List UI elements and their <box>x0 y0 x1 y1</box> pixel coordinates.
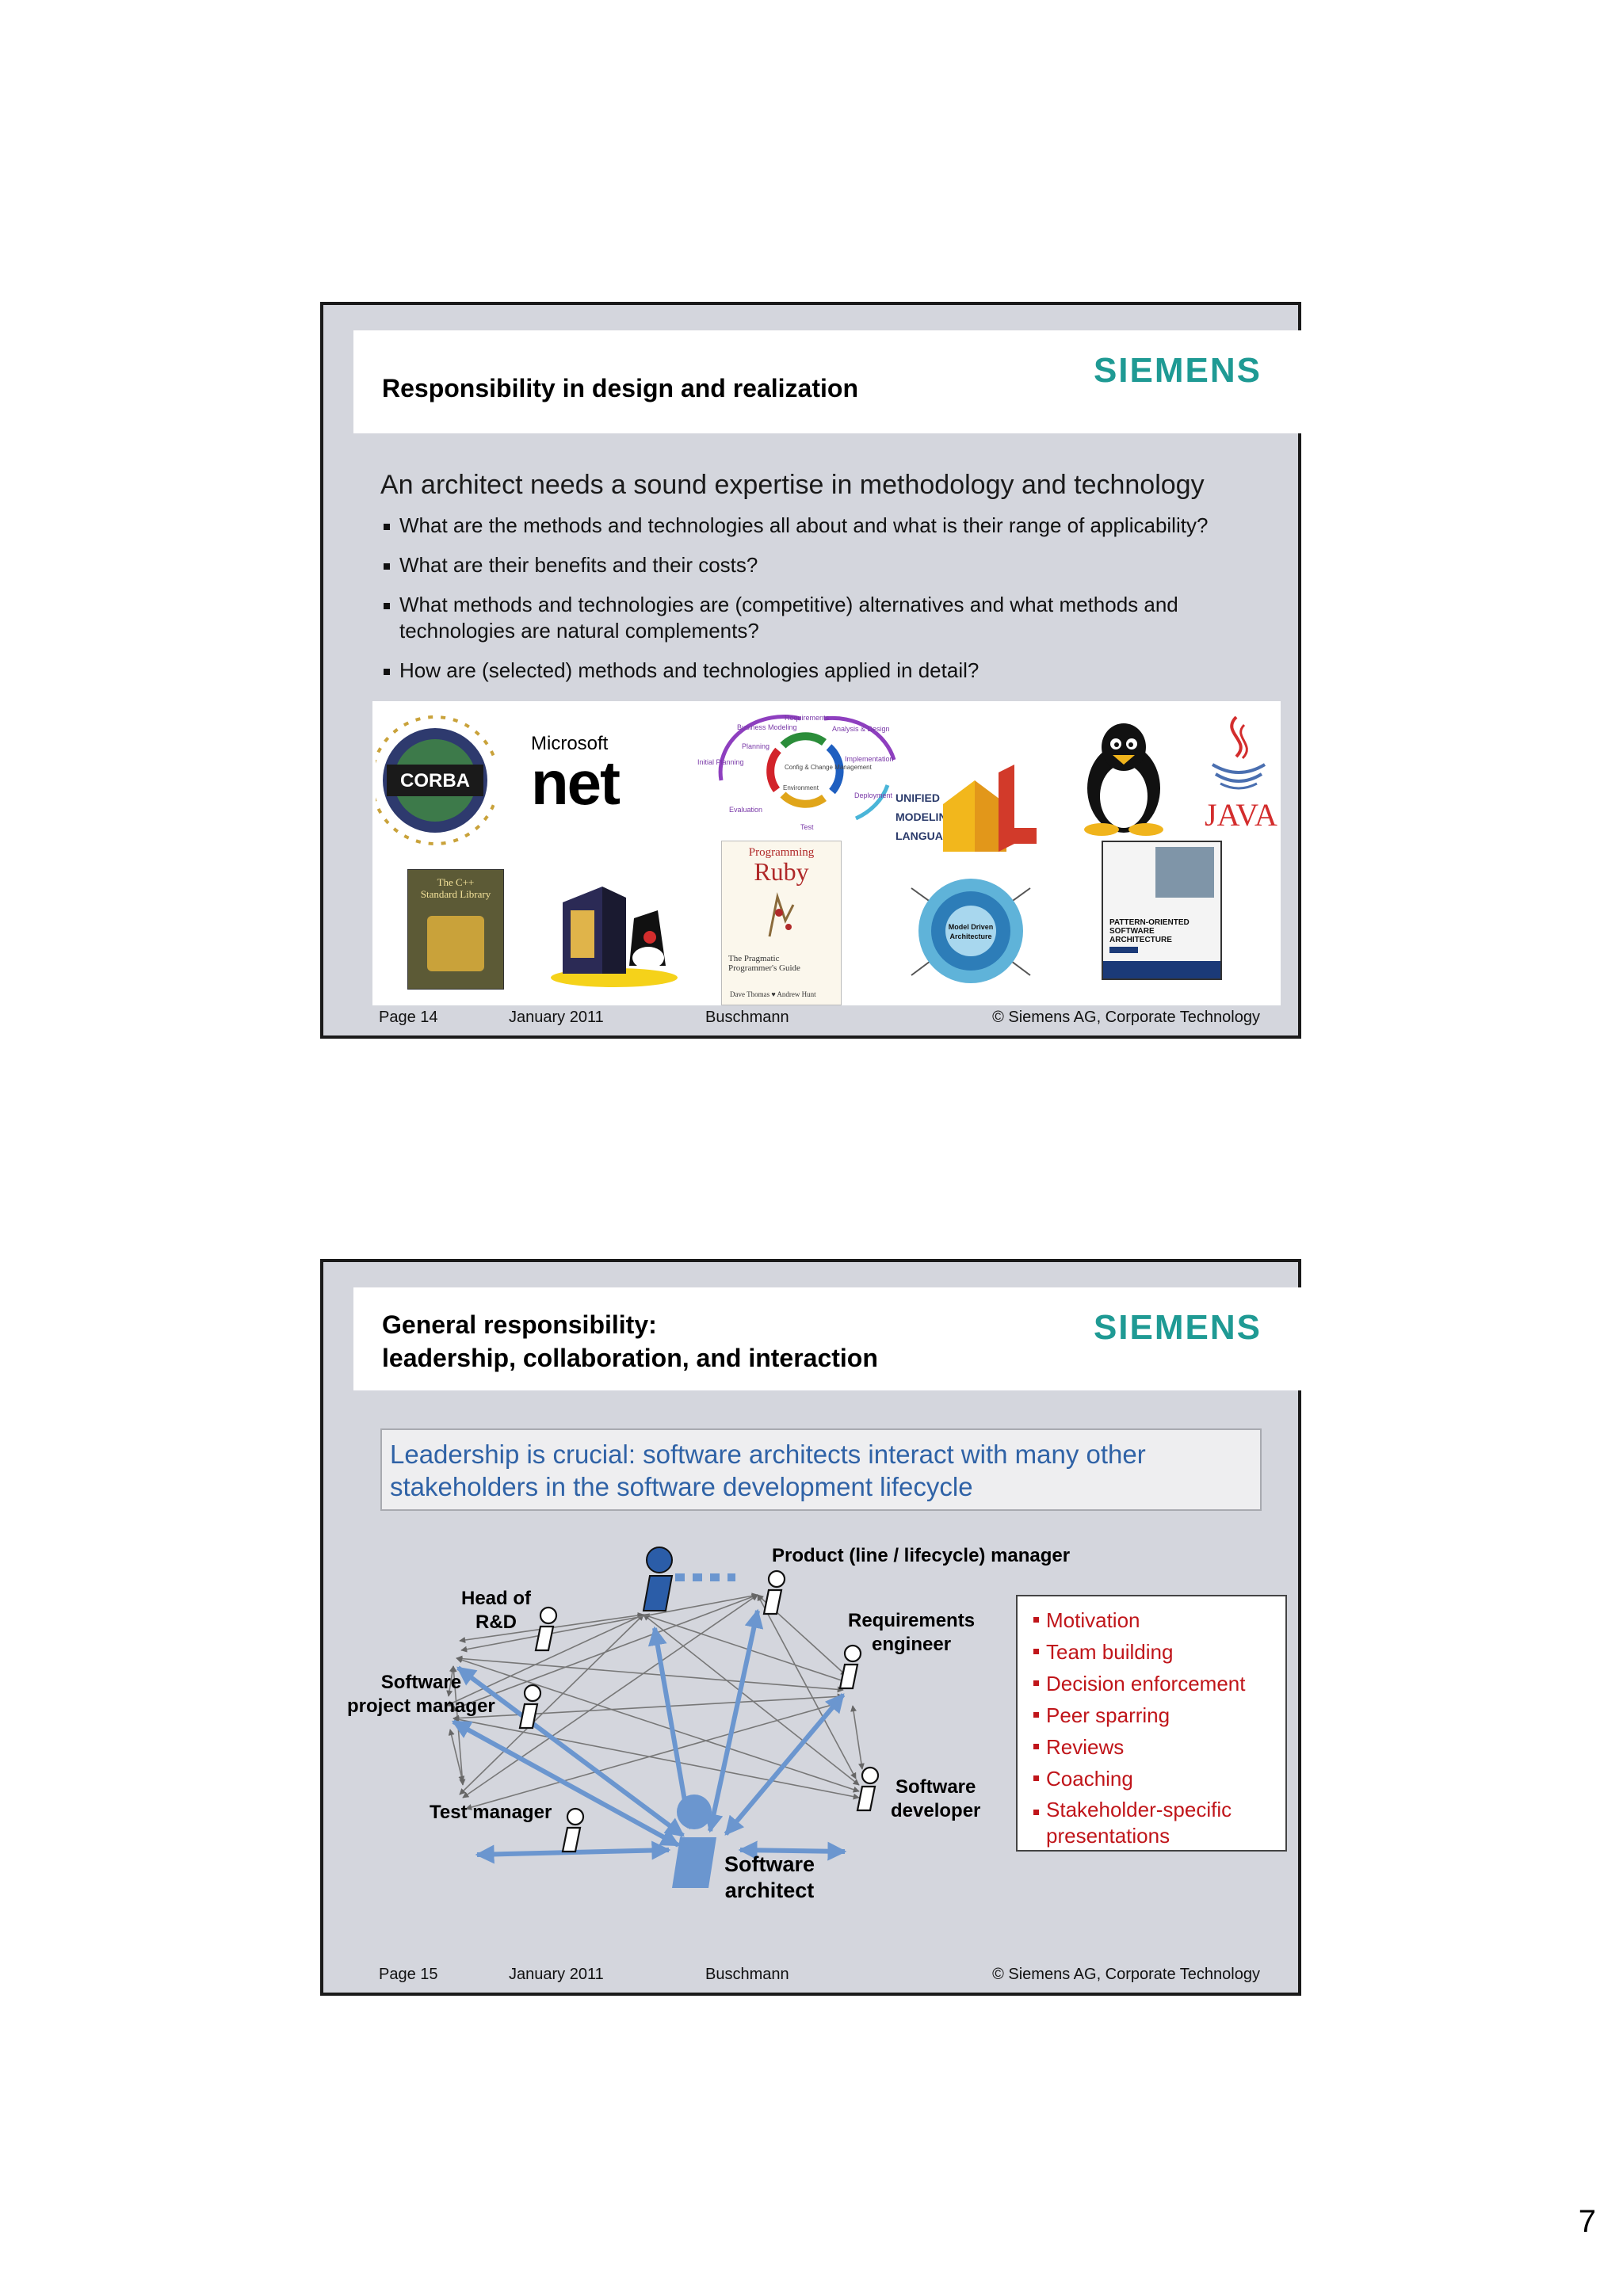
cycle-label: Implementation <box>845 755 894 763</box>
question-item: How are (selected) methods and technolog… <box>380 658 1284 684</box>
footer-copyright: © Siemens AG, Corporate Technology <box>992 1966 1260 1984</box>
cycle-label: Test <box>800 823 814 831</box>
book-title-line: PATTERN-ORIENTED <box>1109 918 1190 927</box>
cycle-label: Environment <box>783 784 819 791</box>
programming-ruby-book: Programming Ruby The Pragmatic Programme… <box>721 841 842 1005</box>
label-head-of-rd: Head of R&D <box>461 1587 531 1634</box>
footer-author: Buschmann <box>705 1966 789 1984</box>
label-line: developer <box>891 1799 980 1823</box>
book-title-line: ARCHITECTURE <box>1109 936 1190 944</box>
footer-author: Buschmann <box>705 1009 789 1027</box>
label-line: engineer <box>848 1633 975 1657</box>
technology-logos-panel: CORBA Microsoft net Requirements Busines… <box>372 701 1281 1005</box>
cycle-label: Deployment <box>854 791 893 799</box>
linux-penguin-logo <box>1068 717 1179 836</box>
slide-footer: Page 15 January 2011 Buschmann © Siemens… <box>379 1966 1260 1986</box>
slide-14: SIEMENS Responsibility in design and rea… <box>320 302 1301 1039</box>
software-project-manager-person-icon <box>520 1685 540 1728</box>
label-line: Head of <box>461 1587 531 1611</box>
slide-header: SIEMENS Responsibility in design and rea… <box>353 330 1301 433</box>
slide-footer: Page 14 January 2011 Buschmann © Siemens… <box>379 1009 1260 1029</box>
activity-item: Decision enforcement <box>1033 1668 1285 1699</box>
label-test-manager: Test manager <box>430 1801 552 1825</box>
label-line: project manager <box>347 1695 495 1718</box>
product-manager-person-icon <box>764 1571 785 1614</box>
handout-page-number: 7 <box>1579 2204 1596 2240</box>
cpp-standard-library-book: The C++ Standard Library <box>407 869 504 990</box>
cycle-label: Business Modeling <box>737 723 797 731</box>
software-architect-person-icon <box>672 1794 716 1888</box>
test-manager-person-icon <box>563 1809 583 1852</box>
footer-date: January 2011 <box>509 1966 604 1984</box>
book-subtitle-line: Programmer's Guide <box>728 963 800 973</box>
java-logo: JAVA <box>1197 709 1281 844</box>
activity-item: Coaching <box>1033 1763 1285 1794</box>
java-text: JAVA <box>1205 796 1277 833</box>
label-line: architect <box>724 1878 815 1904</box>
server-duke-illustration <box>547 871 682 990</box>
label-software-architect: Software architect <box>724 1852 815 1904</box>
label-line: Requirements <box>848 1609 975 1633</box>
lead-statement: An architect needs a sound expertise in … <box>380 470 1205 501</box>
label-requirements-engineer: Requirements engineer <box>848 1609 975 1657</box>
activities-list: Motivation Team building Decision enforc… <box>1033 1604 1285 1849</box>
siemens-logo: SIEMENS <box>1094 351 1262 391</box>
activity-item: Peer sparring <box>1033 1699 1285 1731</box>
cycle-label: Evaluation <box>729 806 762 814</box>
model-driven-architecture-diagram: Model Driven Architecture <box>896 856 1046 1005</box>
label-product-manager: Product (line / lifecycle) manager <box>772 1544 1070 1568</box>
question-item: What are the methods and technologies al… <box>380 513 1284 539</box>
cycle-label: Requirements <box>785 714 830 722</box>
slide-title: Responsibility in design and realization <box>382 372 858 405</box>
book-title-line: Ruby <box>722 860 841 883</box>
label-line: Software <box>891 1775 980 1799</box>
activity-item: Motivation <box>1033 1604 1285 1636</box>
activity-item: Reviews <box>1033 1731 1285 1763</box>
book-title-line: SOFTWARE <box>1109 927 1190 936</box>
architect-activities-box: Motivation Team building Decision enforc… <box>1016 1595 1287 1852</box>
net-text: net <box>531 755 658 810</box>
process-cycle-diagram: Requirements Business Modeling Analysis … <box>689 714 911 841</box>
label-software-project-manager: Software project manager <box>347 1671 495 1718</box>
book-title-line: The C++ <box>408 876 503 888</box>
corba-text: CORBA <box>400 770 470 791</box>
corba-logo: CORBA <box>376 711 495 845</box>
footer-copyright: © Siemens AG, Corporate Technology <box>992 1009 1260 1027</box>
footer-page: Page 15 <box>379 1966 438 1984</box>
label-line: Software <box>724 1852 815 1878</box>
question-item: What are their benefits and their costs? <box>380 552 1284 578</box>
footer-date: January 2011 <box>509 1009 604 1027</box>
book-subtitle-line: The Pragmatic <box>728 954 800 963</box>
label-line: Software <box>347 1671 495 1695</box>
cycle-label: Analysis & Design <box>832 725 890 733</box>
book-title-line: Standard Library <box>408 888 503 900</box>
activity-item: Stakeholder-specific presentations <box>1033 1797 1285 1849</box>
label-software-developer: Software developer <box>891 1775 980 1823</box>
cycle-label: Config & Change Management <box>785 764 873 771</box>
activity-item: Team building <box>1033 1636 1285 1668</box>
label-line: R&D <box>461 1611 531 1634</box>
mda-label: Architecture <box>949 933 991 940</box>
question-list: What are the methods and technologies al… <box>380 513 1284 697</box>
cycle-label: Initial Planning <box>697 758 744 766</box>
cycle-label: Planning <box>742 742 769 750</box>
software-developer-person-icon <box>857 1768 878 1810</box>
architect-top-person-icon <box>643 1547 672 1611</box>
mda-label: Model Driven <box>949 923 994 931</box>
question-item: What methods and technologies are (compe… <box>380 592 1284 644</box>
pattern-oriented-software-architecture-book: PATTERN-ORIENTED SOFTWARE ARCHITECTURE <box>1102 841 1222 980</box>
uml-logo: UNIFIED MODELING LANGUAGE <box>896 757 1054 868</box>
dotnet-logo: Microsoft net <box>531 733 658 836</box>
footer-page: Page 14 <box>379 1009 438 1027</box>
slide-15: SIEMENS General responsibility: leadersh… <box>320 1259 1301 1996</box>
book-authors: Dave Thomas ♥ Andrew Hunt <box>730 990 816 998</box>
